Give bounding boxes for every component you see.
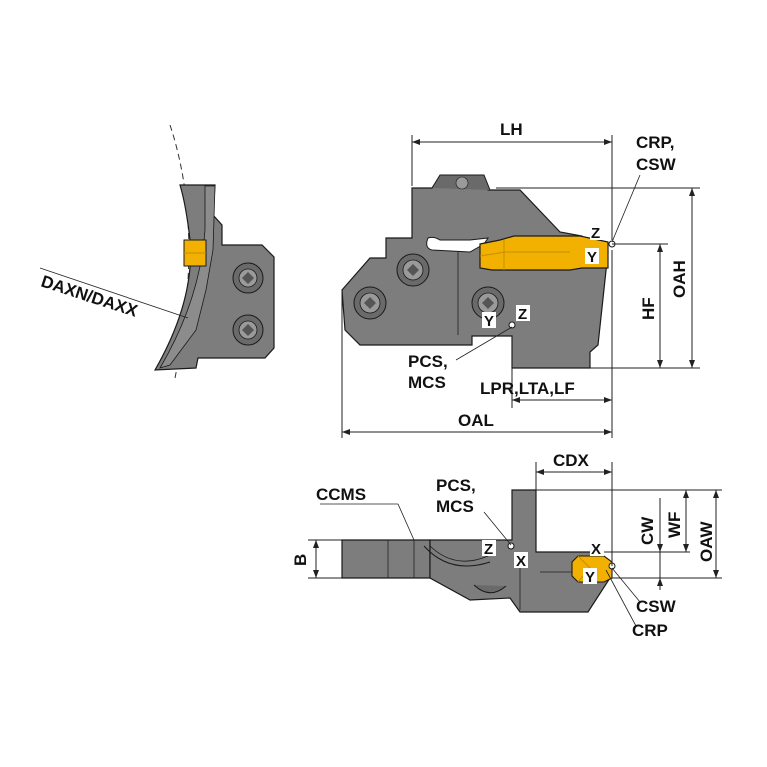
x-axis-label-pcs: X — [516, 553, 526, 570]
oal-label: OAL — [458, 411, 494, 430]
screw-icon — [396, 253, 430, 287]
ccms-label: CCMS — [316, 485, 366, 504]
mcs-label-top: MCS — [436, 497, 474, 516]
cw-label: CW — [638, 516, 657, 545]
screw-icon — [353, 286, 387, 320]
y-axis-label-crp: Y — [587, 249, 597, 266]
lh-label: LH — [500, 120, 523, 139]
lpr-lta-lf-label: LPR,LTA,LF — [480, 379, 575, 398]
side-view-insert — [479, 235, 609, 271]
z-axis-label-pcs-top: Z — [484, 541, 493, 558]
screw-icon — [471, 286, 505, 320]
hf-label: HF — [639, 297, 658, 320]
z-axis-label-pcs: Z — [518, 306, 527, 323]
side-view: Z Y Z Y LH CRP, CSW OAH HF PCS, MCS — [341, 120, 700, 438]
crp-label-bottom: CRP — [632, 621, 668, 640]
screw-icon — [232, 262, 264, 294]
y-axis-label-pcs: Y — [484, 313, 494, 330]
wf-label: WF — [665, 512, 684, 538]
csw-label-top: CSW — [636, 155, 677, 174]
screw-icon — [232, 314, 264, 346]
daxn-daxx-label: DAXN/DAXX — [39, 272, 141, 321]
pcs-label-top: PCS, — [436, 476, 476, 495]
top-view: X Y Z X CCMS PCS, MCS CDX B — [291, 451, 722, 640]
end-view: DAXN/DAXX — [39, 124, 275, 379]
y-axis-label-crp-top: Y — [585, 569, 595, 586]
oaw-label: OAW — [697, 520, 716, 562]
cdx-label: CDX — [553, 451, 590, 470]
crp-label-top: CRP, — [636, 133, 674, 152]
b-label: B — [291, 554, 310, 566]
pcs-label-side: PCS, — [408, 352, 448, 371]
top-view-shank — [341, 539, 431, 579]
oah-label: OAH — [670, 260, 689, 298]
mcs-label-side: MCS — [408, 373, 446, 392]
side-view-body — [341, 177, 609, 369]
csw-label-bottom: CSW — [636, 597, 677, 616]
z-axis-label-crp: Z — [591, 225, 600, 242]
x-axis-label-crp: X — [591, 541, 601, 558]
